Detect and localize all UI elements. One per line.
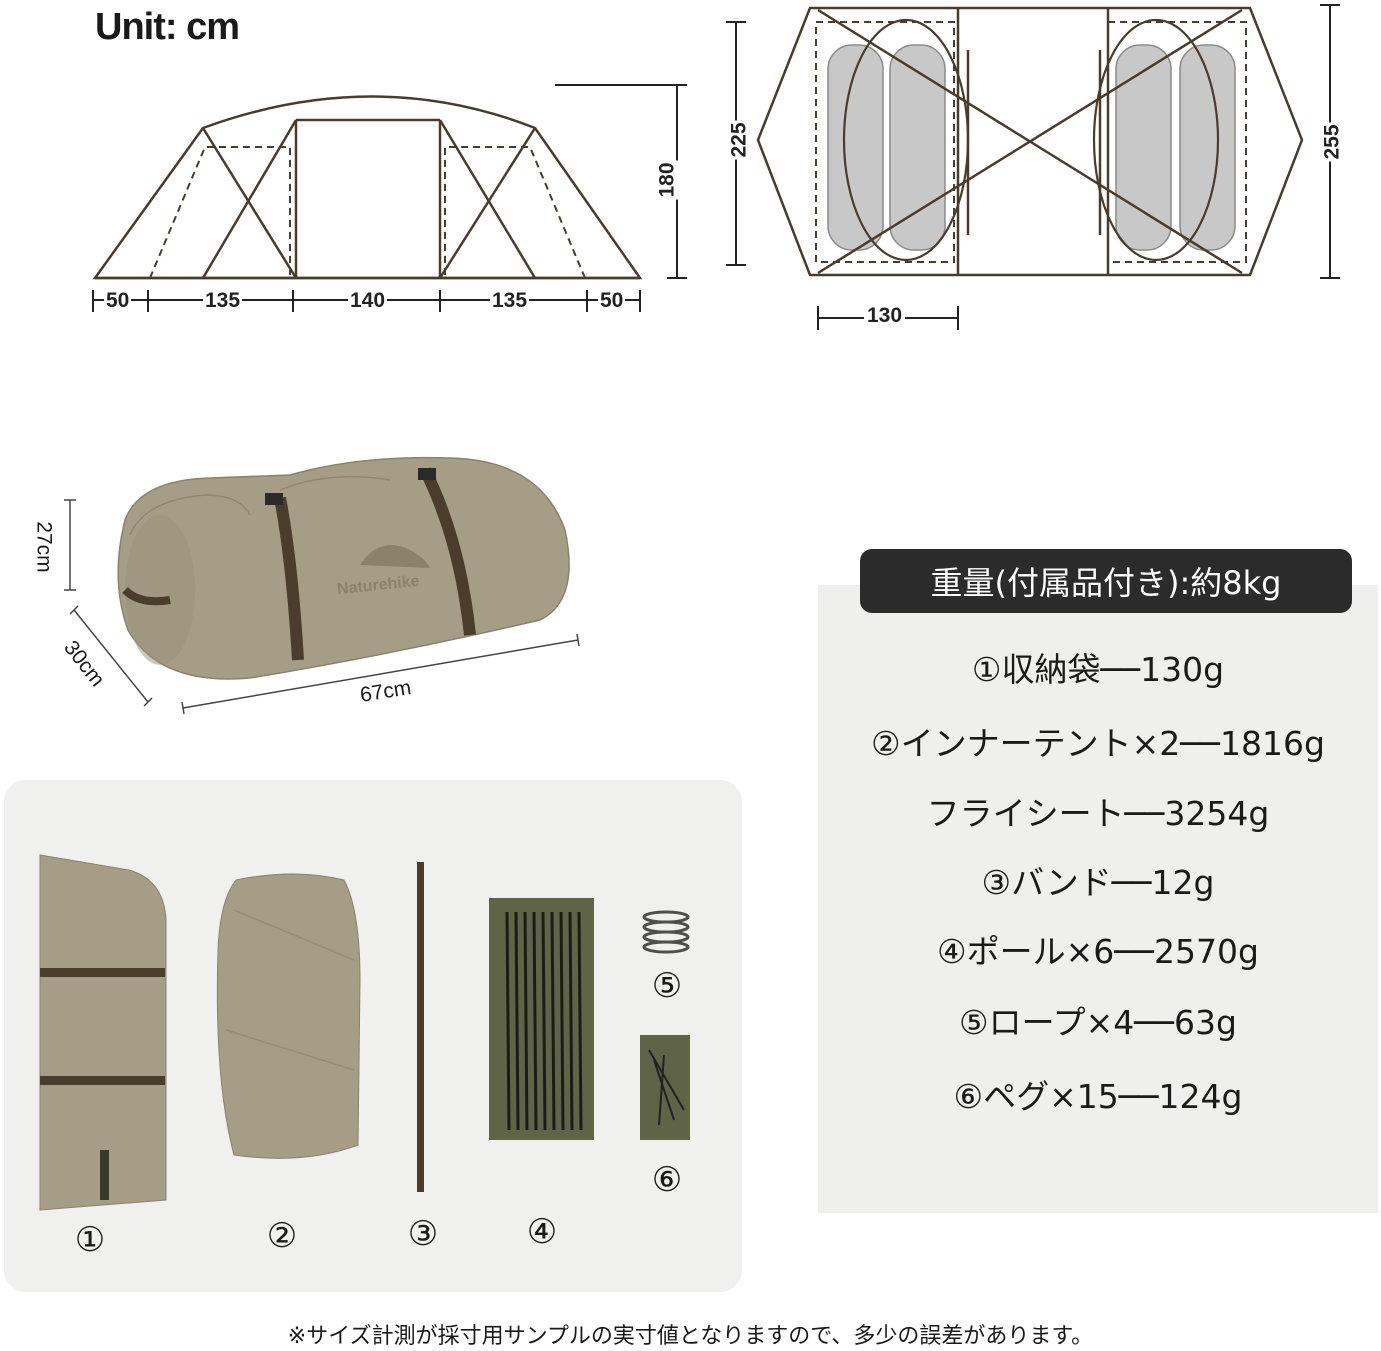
brand-logo-icon: [360, 545, 430, 568]
fly-outline: [756, 6, 1304, 277]
spec-row-ropes: ⑤ロープ×4──63g: [959, 1003, 1237, 1042]
inner-tent-right: [1107, 21, 1247, 263]
bag-strap: [274, 496, 304, 661]
top-view-diagram: [726, 4, 1340, 330]
spec-row-band: ③バンド──12g: [981, 863, 1215, 902]
dim-top-130: 130: [864, 304, 906, 328]
component-label-3: ③: [407, 1214, 439, 1254]
component-label-6: ⑥: [651, 1160, 683, 1200]
inner-tent-left: [149, 146, 291, 279]
sleeping-pad: [1179, 44, 1236, 251]
weight-header: 重量(付属品付き):約8kg: [860, 549, 1352, 613]
dim-top-255: 255: [1320, 122, 1345, 162]
storage-bag: [39, 854, 167, 1211]
component-label-1: ①: [74, 1220, 106, 1260]
bag-height-label: 27cm: [32, 521, 56, 573]
rope-bundle: [642, 910, 690, 954]
pole-arc-right: [1092, 18, 1220, 262]
pole-set: [489, 898, 594, 1140]
dim-side-135-right: 135: [490, 289, 530, 313]
bag-handle: [122, 586, 171, 606]
dim-side-50-left: 50: [104, 289, 132, 313]
component-label-5: ⑤: [651, 966, 683, 1006]
dim-side-135-left: 135: [203, 289, 243, 313]
spec-row-pegs: ⑥ペグ×15──124g: [953, 1077, 1243, 1116]
sleeping-pad: [1115, 44, 1172, 251]
inner-tent-bundle: [216, 873, 361, 1159]
dim-side-height: 180: [655, 160, 680, 200]
sleeping-pad: [827, 44, 884, 251]
spec-row-inner-tent: ②インナーテント×2──1816g: [871, 724, 1325, 763]
component-label-4: ④: [526, 1212, 558, 1252]
measurement-note: ※サイズ計測が採寸用サンプルの実寸値となりますので、多少の誤差があります。: [287, 1324, 1094, 1349]
tent-outline: [92, 95, 643, 280]
carry-bag-image: [64, 456, 580, 715]
spec-row-fly-sheet: フライシート──3254g: [926, 794, 1270, 833]
spec-panel: [818, 585, 1378, 1213]
band-strap: [417, 862, 424, 1192]
spec-row-poles: ④ポール×6──2570g: [937, 932, 1259, 971]
peg-pouch: [640, 1035, 690, 1140]
spec-row-storage-bag: ①収納袋──130g: [971, 650, 1225, 689]
components-image: [39, 854, 690, 1211]
unit-label: Unit: cm: [95, 6, 240, 48]
dim-side-50-right: 50: [598, 289, 626, 313]
dim-top-225: 225: [727, 120, 752, 160]
sleeping-pad: [889, 44, 946, 251]
inner-tent-right: [444, 146, 586, 279]
component-label-2: ②: [266, 1216, 298, 1256]
bag-strap: [419, 467, 476, 636]
dim-side-140: 140: [348, 289, 388, 313]
inner-tent-left: [815, 21, 955, 263]
